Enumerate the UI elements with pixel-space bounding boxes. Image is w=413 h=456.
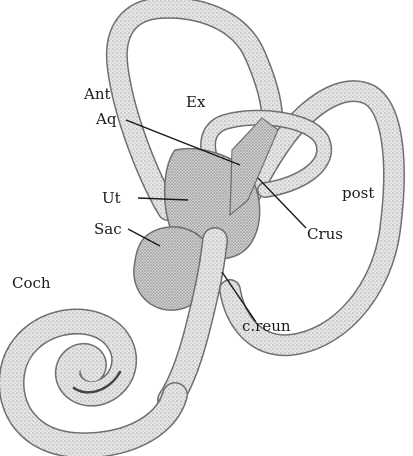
label-post: post: [342, 184, 374, 202]
label-ut: Ut: [102, 189, 121, 207]
label-aq: Aq: [95, 110, 117, 128]
cochlea: [12, 322, 175, 446]
label-sac: Sac: [94, 220, 122, 238]
label-ant: Ant: [83, 85, 111, 103]
label-crus: Crus: [307, 225, 343, 243]
label-creun: c.reun: [242, 317, 291, 335]
label-ex: Ex: [186, 93, 206, 111]
label-coch: Coch: [12, 274, 51, 292]
